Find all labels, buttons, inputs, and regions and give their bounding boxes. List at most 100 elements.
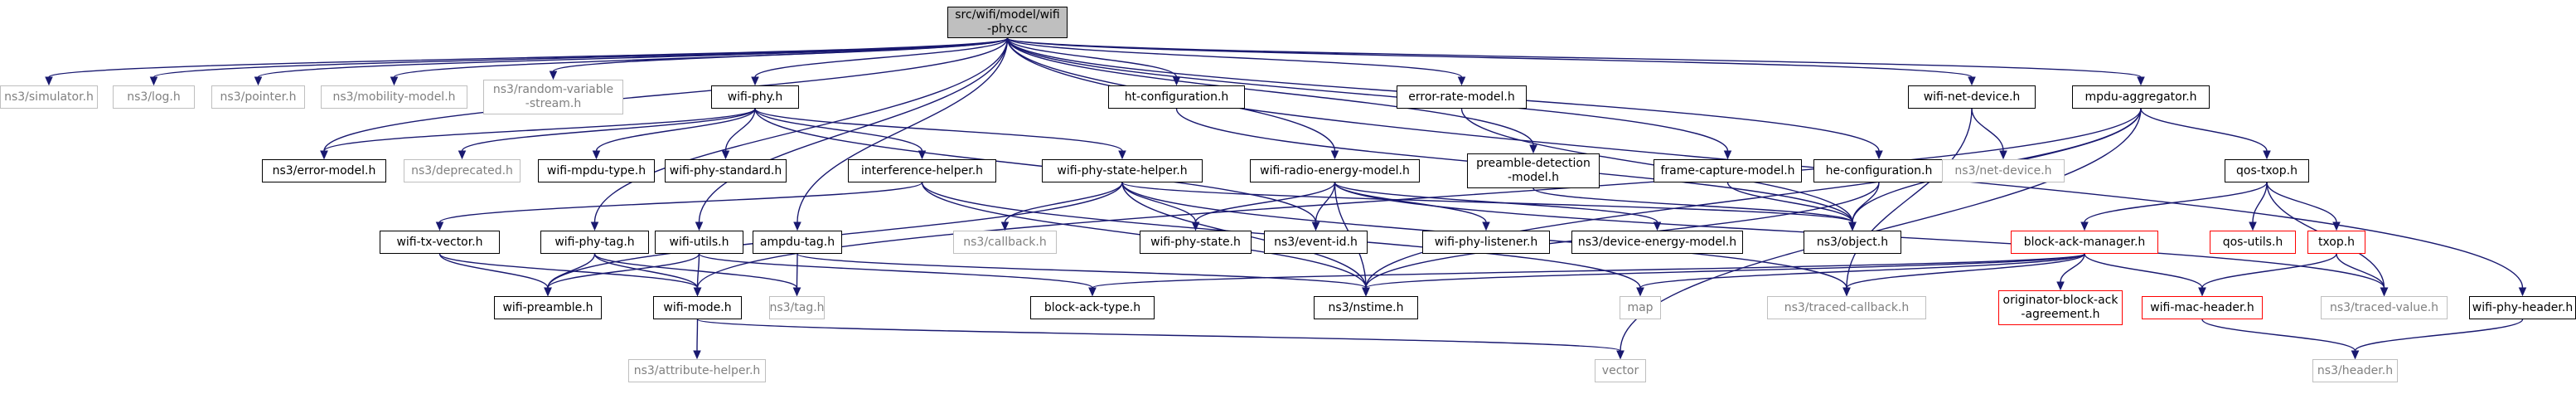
- node-log: ns3/log.h: [113, 85, 195, 109]
- edge-arrowhead: [693, 350, 701, 360]
- node-nsnetdev: ns3/net-device.h: [1942, 159, 2065, 182]
- edge-arrowhead: [1875, 150, 1883, 160]
- node-phyheader[interactable]: wifi-phy-header.h: [2469, 296, 2576, 319]
- node-mpdu[interactable]: mpdu-aggregator.h: [2072, 85, 2210, 109]
- node-simulator: ns3/simulator.h: [0, 85, 98, 109]
- edge-qostxop-to-bam: [2084, 182, 2268, 223]
- edge-wifiphyh-to-phystd: [724, 108, 756, 152]
- edge-phystatehelper-to-callback: [1004, 182, 1123, 223]
- node-preamblenode[interactable]: wifi-preamble.h: [494, 296, 602, 319]
- node-orig[interactable]: originator-block-ack -agreement.h: [1998, 290, 2123, 325]
- edge-arrowhead: [254, 76, 263, 86]
- edge-netdev-to-nsnetdev: [1971, 108, 2004, 152]
- node-root[interactable]: src/wifi/model/wifi -phy.cc: [947, 7, 1068, 38]
- edge-arrowhead: [1118, 150, 1126, 160]
- edge-wifiphyh-to-interf: [754, 108, 923, 152]
- node-callback: ns3/callback.h: [953, 231, 1057, 254]
- edge-arrowhead: [792, 287, 801, 297]
- edge-arrowhead: [1000, 221, 1010, 231]
- edge-arrowhead: [1848, 221, 1857, 231]
- edge-arrowhead: [1842, 287, 1851, 297]
- node-object[interactable]: ns3/object.h: [1804, 231, 1901, 254]
- node-mpdutype[interactable]: wifi-mpdu-type.h: [538, 159, 655, 182]
- edge-arrowhead: [1482, 221, 1490, 231]
- edge-root-to-ampdutag: [797, 37, 1009, 223]
- edge-arrowhead: [1088, 287, 1097, 297]
- edge-arrowhead: [1191, 221, 1200, 231]
- node-ampdutag[interactable]: ampdu-tag.h: [753, 231, 842, 254]
- edge-root-to-framecap: [1006, 37, 1729, 152]
- edge-root-to-preamble: [1006, 37, 1534, 146]
- node-bam[interactable]: block-ack-manager.h: [2011, 231, 2158, 254]
- node-eventid[interactable]: ns3/event-id.h: [1264, 231, 1368, 254]
- edge-root-to-wifiphyh: [754, 37, 1009, 78]
- edge-arrowhead: [2198, 287, 2206, 297]
- node-attrhelper: ns3/attribute-helper.h: [628, 359, 766, 382]
- node-vector: vector: [1595, 359, 1646, 382]
- edge-root-to-phytag: [593, 37, 1009, 223]
- edge-wifiphyh-to-errmodel: [323, 108, 756, 152]
- edge-arrowhead: [1653, 221, 1662, 231]
- edge-bam-to-tracedcb: [1846, 253, 2085, 289]
- node-mobility: ns3/mobility-model.h: [321, 85, 467, 109]
- node-randomvar: ns3/random-variable -stream.h: [483, 80, 623, 114]
- edge-arrowhead: [1457, 76, 1466, 86]
- node-qostxop[interactable]: qos-txop.h: [2225, 159, 2309, 182]
- edge-machdr-to-header: [2201, 319, 2356, 352]
- node-nstime[interactable]: ns3/nstime.h: [1314, 296, 1418, 319]
- edge-bam-to-nstime: [1365, 253, 2085, 289]
- node-netdev[interactable]: wifi-net-device.h: [1908, 85, 2036, 109]
- node-mode[interactable]: wifi-mode.h: [653, 296, 742, 319]
- node-heconf[interactable]: he-configuration.h: [1813, 159, 1944, 182]
- edge-arrowhead: [693, 287, 702, 297]
- node-errmodel[interactable]: ns3/error-model.h: [262, 159, 386, 182]
- edge-preamble-to-object: [1533, 187, 1853, 223]
- node-phystate[interactable]: wifi-phy-state.h: [1140, 231, 1252, 254]
- node-tracedcb: ns3/traced-callback.h: [1767, 296, 1926, 319]
- node-phystd[interactable]: wifi-phy-standard.h: [665, 159, 787, 182]
- node-htconf[interactable]: ht-configuration.h: [1108, 85, 1245, 109]
- edge-wifiphyh-to-mpdutype: [595, 108, 756, 152]
- edge-wifiphyh-to-phystatehelper: [754, 108, 1123, 152]
- node-header: ns3/header.h: [2312, 359, 2398, 382]
- edge-arrowhead: [592, 150, 601, 160]
- node-phystatehelper[interactable]: wifi-phy-state-helper.h: [1042, 159, 1203, 182]
- node-phylistener[interactable]: wifi-phy-listener.h: [1422, 231, 1550, 254]
- edge-arrowhead: [2080, 221, 2089, 231]
- node-utils[interactable]: wifi-utils.h: [655, 231, 743, 254]
- node-blockacktype[interactable]: block-ack-type.h: [1030, 296, 1155, 319]
- edge-phytag-to-preamblenode: [547, 253, 596, 289]
- edge-bam-to-orig: [2060, 253, 2085, 283]
- node-radioenergy[interactable]: wifi-radio-energy-model.h: [1250, 159, 1420, 182]
- edge-utils-to-mode: [696, 253, 700, 289]
- edge-root-to-pointer: [257, 37, 1009, 78]
- edge-arrowhead: [435, 221, 444, 231]
- node-framecap[interactable]: frame-capture-model.h: [1654, 159, 1802, 182]
- node-preamble[interactable]: preamble-detection -model.h: [1467, 153, 1600, 188]
- edge-phyheader-to-header: [2354, 319, 2524, 352]
- node-txvector[interactable]: wifi-tx-vector.h: [380, 231, 500, 254]
- edge-arrowhead: [458, 150, 467, 160]
- edge-framecap-to-object: [1726, 182, 1853, 223]
- edge-arrowhead: [2249, 221, 2257, 231]
- node-interf[interactable]: interference-helper.h: [848, 159, 996, 182]
- node-wifiphyh[interactable]: wifi-phy.h: [711, 85, 799, 109]
- node-devenergy[interactable]: ns3/device-energy-model.h: [1571, 231, 1743, 254]
- edge-bam-to-blockacktype: [1092, 253, 2085, 289]
- edge-txop-to-tracedval: [2336, 253, 2385, 289]
- node-qosutils[interactable]: qos-utils.h: [2210, 231, 2296, 254]
- edge-utils-to-preamblenode: [547, 253, 700, 289]
- node-phytag[interactable]: wifi-phy-tag.h: [540, 231, 649, 254]
- edge-arrowhead: [549, 71, 558, 80]
- edge-arrowhead: [695, 221, 704, 231]
- edge-arrowhead: [590, 221, 599, 231]
- node-errrate[interactable]: error-rate-model.h: [1397, 85, 1527, 109]
- node-deprecated: ns3/deprecated.h: [404, 159, 521, 182]
- edge-qostxop-to-txop: [2266, 182, 2337, 223]
- node-txop[interactable]: txop.h: [2307, 231, 2365, 254]
- node-machdr[interactable]: wifi-mac-header.h: [2142, 296, 2263, 319]
- edge-root-to-randomvar: [552, 37, 1009, 72]
- edge-radioenergy-to-eventid: [1315, 182, 1336, 223]
